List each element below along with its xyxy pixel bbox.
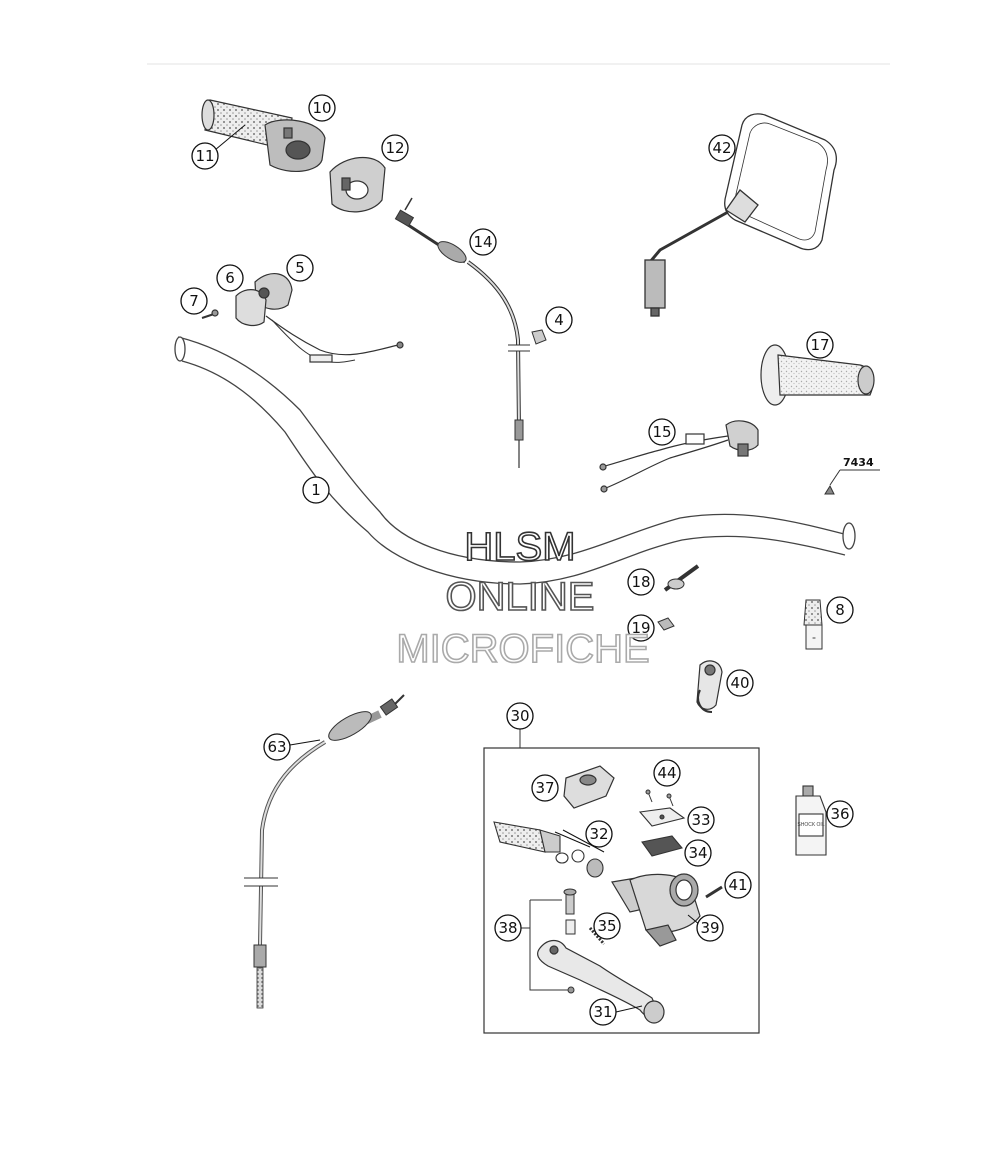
svg-text:12: 12 [385, 139, 404, 157]
callout-39: 39 [687, 914, 724, 942]
svg-text:17: 17 [810, 336, 829, 354]
nut-part-19 [657, 617, 675, 631]
svg-text:10: 10 [312, 99, 331, 117]
svg-text:11: 11 [195, 147, 214, 165]
reservoir-cap-part-33 [638, 807, 686, 827]
switch-assembly-part-5-6-7 [201, 273, 404, 363]
lever-body-part-37 [563, 765, 615, 809]
diaphragm-part-34 [641, 835, 683, 857]
callout-35: 35 [593, 912, 621, 940]
watermark: HLSM ONLINE MICROFICHE [396, 524, 651, 672]
svg-text:42: 42 [712, 139, 731, 157]
callout-15: 15 [648, 418, 676, 446]
master-cylinder-body-part-39 [611, 873, 701, 947]
svg-text:38: 38 [498, 919, 517, 937]
pivot-bolt-part-38 [520, 888, 577, 994]
watermark-line-1: HLSM [464, 525, 575, 569]
callout-6: 6 [216, 264, 244, 292]
callout-36: 36 [826, 800, 854, 828]
svg-text:8: 8 [835, 601, 845, 619]
clamp-part-40 [696, 660, 723, 713]
callout-32: 32 [554, 820, 613, 853]
svg-text:39: 39 [700, 919, 719, 937]
svg-text:37: 37 [535, 779, 554, 797]
callouts: 10 11 12 42 14 5 6 7 [180, 94, 854, 1026]
svg-text:30: 30 [510, 707, 529, 725]
callout-31: 31 [589, 998, 643, 1026]
svg-text:6: 6 [225, 269, 235, 287]
svg-text:36: 36 [830, 805, 849, 823]
callout-8: 8 [826, 596, 854, 624]
callout-63: 63 [263, 733, 321, 761]
svg-text:14: 14 [473, 233, 492, 251]
code-label-7434: 7434 [843, 456, 874, 469]
clutch-cable-part-63 [244, 694, 405, 1009]
svg-text:35: 35 [597, 917, 616, 935]
grease-tube-part-8: = [803, 599, 823, 650]
bottle-label: SHOCK OIL [797, 822, 824, 828]
svg-text:=: = [812, 636, 816, 642]
throttle-cover-part-12 [329, 156, 386, 213]
callout-44: 44 [653, 759, 681, 787]
screws-part-44 [645, 789, 674, 807]
svg-text:33: 33 [691, 811, 710, 829]
throttle-cable-part-14 [394, 197, 530, 468]
callout-19: 19 [627, 614, 655, 642]
svg-text:1: 1 [311, 481, 321, 499]
callout-33: 33 [687, 806, 715, 834]
svg-text:40: 40 [730, 674, 749, 692]
callout-1: 1 [302, 476, 330, 504]
svg-text:32: 32 [589, 825, 608, 843]
callout-18: 18 [627, 568, 655, 596]
master-cylinder-kit-box [483, 747, 760, 1034]
svg-text:7: 7 [189, 292, 199, 310]
callout-37: 37 [531, 774, 559, 802]
callout-41: 41 [724, 871, 752, 899]
brake-lever-part-31 [537, 939, 665, 1024]
throttle-assembly-part-10-11 [201, 99, 326, 173]
svg-text:19: 19 [631, 619, 650, 637]
callout-38: 38 [494, 914, 522, 942]
svg-text:15: 15 [652, 423, 671, 441]
callout-34: 34 [684, 839, 712, 867]
svg-text:63: 63 [267, 738, 286, 756]
spring-part-35 [588, 927, 606, 945]
svg-text:4: 4 [554, 311, 564, 329]
svg-text:5: 5 [295, 259, 305, 277]
callout-12: 12 [381, 134, 409, 162]
callout-10: 10 [308, 94, 336, 122]
svg-text:18: 18 [631, 573, 650, 591]
svg-text:41: 41 [728, 876, 747, 894]
cable-end-7434 [824, 469, 880, 495]
callout-14: 14 [469, 228, 497, 256]
watermark-line-2: ONLINE [446, 575, 595, 619]
callout-11: 11 [191, 124, 246, 170]
svg-text:34: 34 [688, 844, 707, 862]
mirror-part-42 [644, 113, 837, 317]
callout-30: 30 [506, 702, 534, 730]
handlebar-part-1 [174, 336, 856, 585]
piston-kit-part-32 [493, 821, 604, 878]
oil-bottle-part-36: SHOCK OIL [795, 785, 827, 856]
callout-40: 40 [726, 669, 754, 697]
watermark-line-3: MICROFICHE [396, 627, 649, 671]
svg-text:44: 44 [657, 764, 676, 782]
screw-part-41 [705, 885, 723, 899]
callout-4: 4 [545, 306, 573, 334]
callout-7: 7 [180, 287, 208, 315]
callout-17: 17 [806, 331, 834, 359]
cable-tie-part-18 [663, 564, 700, 592]
kill-switch-part-15 [599, 420, 759, 493]
callout-5: 5 [286, 254, 314, 282]
grip-part-17 [760, 344, 875, 406]
nut-part-4 [531, 329, 547, 345]
svg-text:31: 31 [593, 1003, 612, 1021]
callout-42: 42 [708, 134, 736, 162]
